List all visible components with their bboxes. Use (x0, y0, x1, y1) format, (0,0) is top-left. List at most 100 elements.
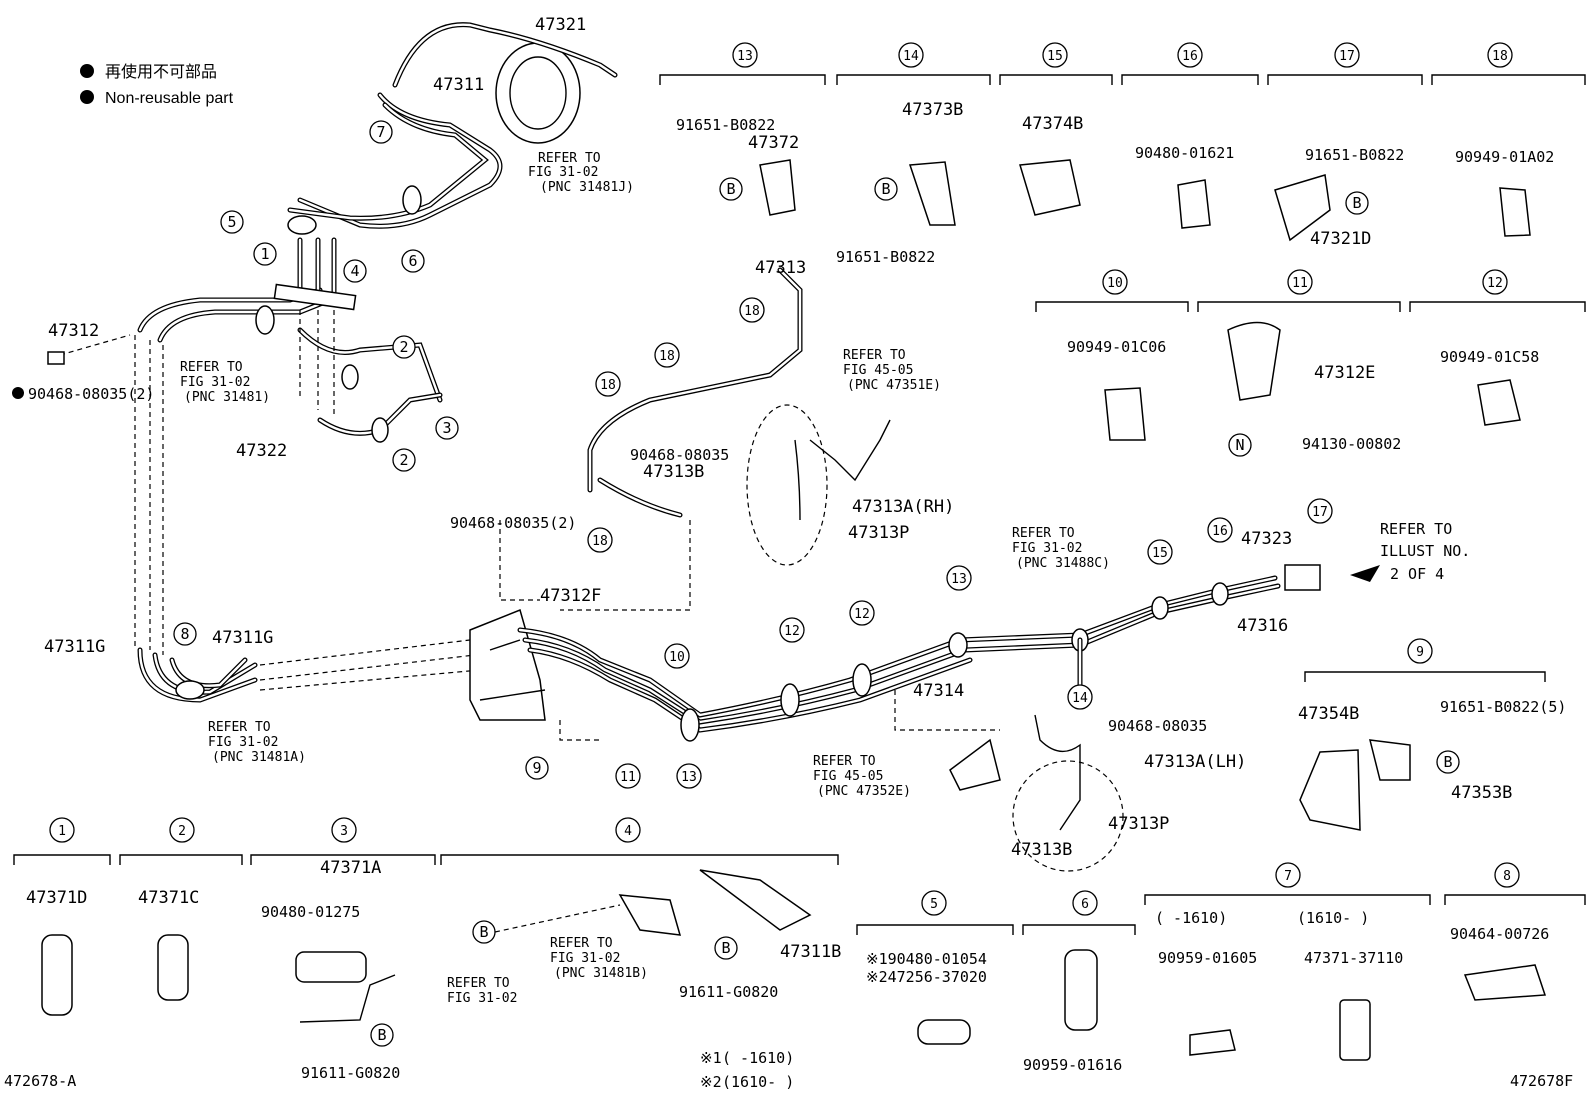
callout-marker: 18 (595, 371, 621, 397)
bracket-4a-icon (618, 894, 682, 936)
refer-note: REFER TO (447, 976, 510, 991)
callout-marker: 8 (173, 622, 197, 646)
part-label: 47314 (913, 681, 964, 701)
svg-text:4: 4 (624, 824, 632, 839)
svg-text:9: 9 (1416, 645, 1424, 660)
refer-note: REFER TO (550, 936, 613, 951)
part-label: 47313B (643, 462, 704, 482)
footer: 472678-A 472678F ※1 ( -1610) ※2 (1610- ) (4, 1049, 1573, 1091)
grommet-5-icon (917, 1019, 971, 1045)
clamp-10-icon (1104, 387, 1146, 441)
footnote-mark: ※1 (700, 1049, 722, 1067)
svg-text:2: 2 (399, 338, 408, 356)
legend: 再使用不可部品 Non-reusable part (80, 63, 234, 107)
callout-marker: 14 (1067, 684, 1093, 710)
refer-note: FIG 31-02 (550, 951, 620, 966)
part-label: 90949-01C06 (1067, 338, 1166, 356)
bolt-b-label: B (1443, 753, 1452, 771)
section-number: 7 (1275, 862, 1301, 888)
clamp-15-icon (1019, 159, 1081, 216)
section-sub-label: (1610- ) (1297, 909, 1369, 927)
svg-text:17: 17 (1312, 505, 1328, 520)
refer-note: (PNC 47351E) (847, 378, 941, 393)
bolt-b-marker (370, 1023, 394, 1047)
svg-text:18: 18 (744, 304, 760, 319)
svg-text:5: 5 (930, 897, 938, 912)
refer-note: FIG 31-02 (1012, 541, 1082, 556)
part-label: 47323 (1241, 529, 1292, 549)
refer-note: (PNC 31481A) (212, 750, 306, 765)
section-number: 17 (1334, 42, 1360, 68)
callout-marker: 1 (253, 242, 277, 266)
refer-note: REFER TO (538, 151, 601, 166)
section-number: 13 (732, 42, 758, 68)
refer-note: REFER TO (180, 360, 243, 375)
lh-flex-hose-drawing (894, 690, 1124, 872)
part-label: 90959-01616 (1023, 1056, 1122, 1074)
clamp-7b-icon (1339, 999, 1371, 1061)
callout-marker: 10 (664, 643, 690, 669)
section-number: 12 (1482, 269, 1508, 295)
svg-text:16: 16 (1182, 49, 1198, 64)
part-label: 47371A (320, 858, 381, 878)
bracket-9-icon (1299, 749, 1361, 831)
refer-note: (PNC 31481B) (554, 966, 648, 981)
refer-illust-line: 2 OF 4 (1390, 565, 1444, 583)
bolt-b-label: B (881, 180, 890, 198)
callout-marker: 5 (220, 210, 244, 234)
bolt-b-label: B (1352, 194, 1361, 212)
main-labels: 47321 47311 47312 90468-08035(2) 47322 4… (12, 15, 1470, 860)
bolt-b-label: B (479, 923, 488, 941)
callout-marker: 16 (1207, 517, 1233, 543)
svg-text:10: 10 (669, 650, 685, 665)
part-label: 47321D (1310, 229, 1371, 249)
part-label: 90464-00726 (1450, 925, 1549, 943)
part-label: 47312E (1314, 363, 1375, 383)
part-label: 47313P (1108, 814, 1169, 834)
rear-tube-bundle-drawing (517, 564, 1380, 742)
svg-text:15: 15 (1152, 546, 1168, 561)
callout-marker: 13 (946, 565, 972, 591)
svg-text:1: 1 (260, 245, 269, 263)
callout-marker: 13 (676, 763, 702, 789)
part-label: 90468-08035 (630, 446, 729, 464)
section-number: 9 (1407, 638, 1433, 664)
main-callouts: 1 2 2 3 4 5 6 7 8 9 10 11 12 12 13 13 14… (173, 42, 1513, 789)
part-label: 47313A(RH) (852, 497, 954, 517)
non-reusable-dot-icon (80, 64, 94, 78)
part-label: 47372 (748, 133, 799, 153)
svg-text:7: 7 (1284, 869, 1292, 884)
part-label: 91651-B0822 (836, 248, 935, 266)
section-sub-label: ( -1610) (1155, 909, 1227, 927)
master-cylinder-drawing (287, 22, 618, 235)
refer-notes: REFER TO FIG 31-02 (PNC 31481J) REFER TO… (180, 151, 1110, 799)
part-label: 47313B (1011, 840, 1072, 860)
callout-marker: 9 (525, 756, 549, 780)
section-number: 16 (1177, 42, 1203, 68)
svg-text:8: 8 (1503, 869, 1511, 884)
svg-text:14: 14 (903, 49, 919, 64)
part-label: 90480-01621 (1135, 144, 1234, 162)
svg-text:8: 8 (180, 625, 189, 643)
svg-text:12: 12 (784, 624, 800, 639)
svg-text:5: 5 (227, 213, 236, 231)
non-reusable-dot-icon (12, 387, 24, 399)
part-label: 47311 (433, 75, 484, 95)
svg-text:11: 11 (620, 770, 636, 785)
part-label: ※190480-01054 (866, 950, 987, 968)
non-reusable-dot-icon (80, 90, 94, 104)
part-label: 90949-01C58 (1440, 348, 1539, 366)
svg-text:2: 2 (178, 824, 186, 839)
refer-note: (PNC 47352E) (817, 784, 911, 799)
part-label: 90468-08035 (1108, 717, 1207, 735)
clamp-6-icon (1064, 949, 1098, 1031)
part-label: 47313P (848, 523, 909, 543)
clamp-7a-icon (1189, 1029, 1236, 1056)
refer-illust-line: REFER TO (1380, 520, 1452, 538)
part-label: 47371-37110 (1304, 949, 1403, 967)
rh-flex-hose-drawing (560, 267, 891, 611)
part-label: 47371C (138, 888, 199, 908)
refer-note: (PNC 31488C) (1016, 556, 1110, 571)
footnote-text: (1610- ) (722, 1073, 794, 1091)
